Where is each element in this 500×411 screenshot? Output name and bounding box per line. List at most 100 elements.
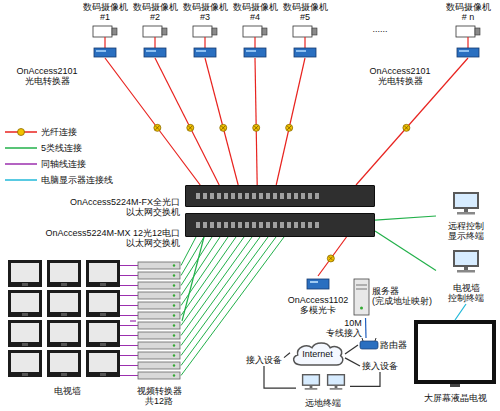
cat5-link [375,216,436,220]
network-link [284,353,290,358]
monitor-cable [455,304,466,320]
fiber-marker-disc [403,124,410,131]
computer-icon [327,374,345,390]
card-detail [310,281,318,283]
coax-wire [120,325,138,326]
tv-frame [414,320,496,384]
video-converter-icon [138,332,180,339]
node-text: OnAccess5224M-MX 12光12电口 以太网交换机 [40,228,180,248]
node-text: 大屏幕液晶电视 [414,393,496,403]
network-link [345,358,360,366]
line-sample [5,175,37,185]
fiber-marker [187,124,194,131]
camera-icon [243,26,267,57]
node-text: 数码摄像机 [444,2,493,12]
camera-unit: 数码摄像机#3 [181,2,230,58]
coax-wire [120,285,138,286]
card-body [307,279,329,289]
leased-line [365,318,366,338]
fiber-card: OnAccess1102 多模光卡 [286,276,351,316]
coax-wire [120,265,138,266]
fiber-link [276,58,305,185]
camera-icon [456,26,480,57]
video-converter-stack [138,262,180,379]
video-converter-rack: 视频转换器 共12路 [136,260,182,382]
node-text: 接入设备 [244,355,284,365]
fiber-link [255,58,257,185]
line-sample-stroke [5,163,37,165]
fiber-marker-disc [154,124,161,131]
camera-unit: 数码摄像机#2 [131,2,180,58]
cat5-wire [181,237,196,266]
legend-row: 同轴线连接 [5,156,113,172]
legend-text: 5类线连接 [41,143,82,153]
node-text: OnAccess1102 多模光卡 [286,295,351,315]
server-case [354,279,369,315]
monitor-icon [47,290,81,317]
cat5-wires [181,237,284,376]
text-holder: 数码摄像机#5 [281,2,330,22]
lcd-tv-icon [414,320,496,387]
cat5-wire [181,237,236,316]
network-link [345,358,360,366]
fiber-link [205,58,238,185]
internet-cloud: Internet [290,341,345,367]
text-holder: 视频转换器 共12路 [130,386,188,406]
text-holder: Internet [290,349,345,359]
camera-unit: 数码摄像机#4 [231,2,280,58]
node-text: 数码摄像机 [281,2,330,12]
node-text: 路由器 [380,340,410,350]
text-holder: OnAccess1102 多模光卡 [286,295,351,315]
ethernet-switch: OnAccess5224M-MX 12光12电口 以太网交换机 [185,213,375,237]
node-text: # n [444,12,493,22]
cat5-link [375,231,436,270]
text-holder: 大屏幕液晶电视 [414,393,496,403]
fiber-marker-disc [327,255,334,262]
computer-icon [453,250,479,273]
node-text: 数码摄像机 [231,2,280,12]
access-device: 接入设备 [360,360,400,372]
monitor-icon [47,320,81,347]
legend-text: 同轴线连接 [41,159,86,169]
cat5-wire [181,237,268,356]
device-label: OnAccess2101 光电转换器 [12,66,82,86]
node-text: 数码摄像机 [131,2,180,12]
network-link [350,372,380,386]
node-text: 远地终端 [296,398,350,408]
computer-icon [302,374,320,390]
video-converter-icon [138,302,180,309]
leased-line [365,318,367,338]
video-converter-icon [138,372,180,379]
fiber-marker-disc [220,124,227,131]
fiber-link [356,58,468,185]
coax-wire [120,365,138,366]
fiber-marker [403,124,410,131]
text-holder: 数码摄像机#1 [81,2,130,22]
network-link [264,366,296,388]
node-text: 数码摄像机 [181,2,230,12]
coax-wires [120,266,138,376]
coax-wire [120,355,138,356]
fiber-marker-cross [329,256,333,260]
tv-screen [418,324,492,380]
camera-unit: 数码摄像机#1 [81,2,130,58]
router-antenna [362,338,363,341]
network-link [350,372,380,386]
legend-row: 电脑显示器连接线 [5,172,113,188]
node-text: #4 [231,12,280,22]
legend-text: 电脑显示器连接线 [41,175,113,185]
fiber-marker [18,129,25,136]
fiber-marker [253,124,260,131]
video-converter-icon [138,312,180,319]
text-holder: 服务器 (完成地址映射) [372,286,435,306]
text-holder: 远程控制 显示终端 [436,221,496,241]
fiber-marker-cross [254,126,258,130]
monitor-icon [8,290,42,317]
computer-icon [327,374,345,390]
video-converter-icon [138,282,180,289]
cat5-wire [181,237,204,276]
text-holder: 电视墙 控制终端 [436,283,496,303]
fiber-marker-cross [155,126,159,130]
text-holder: OnAccess5224M-MX 12光12电口 以太网交换机 [40,228,180,248]
node-text: #5 [281,12,330,22]
